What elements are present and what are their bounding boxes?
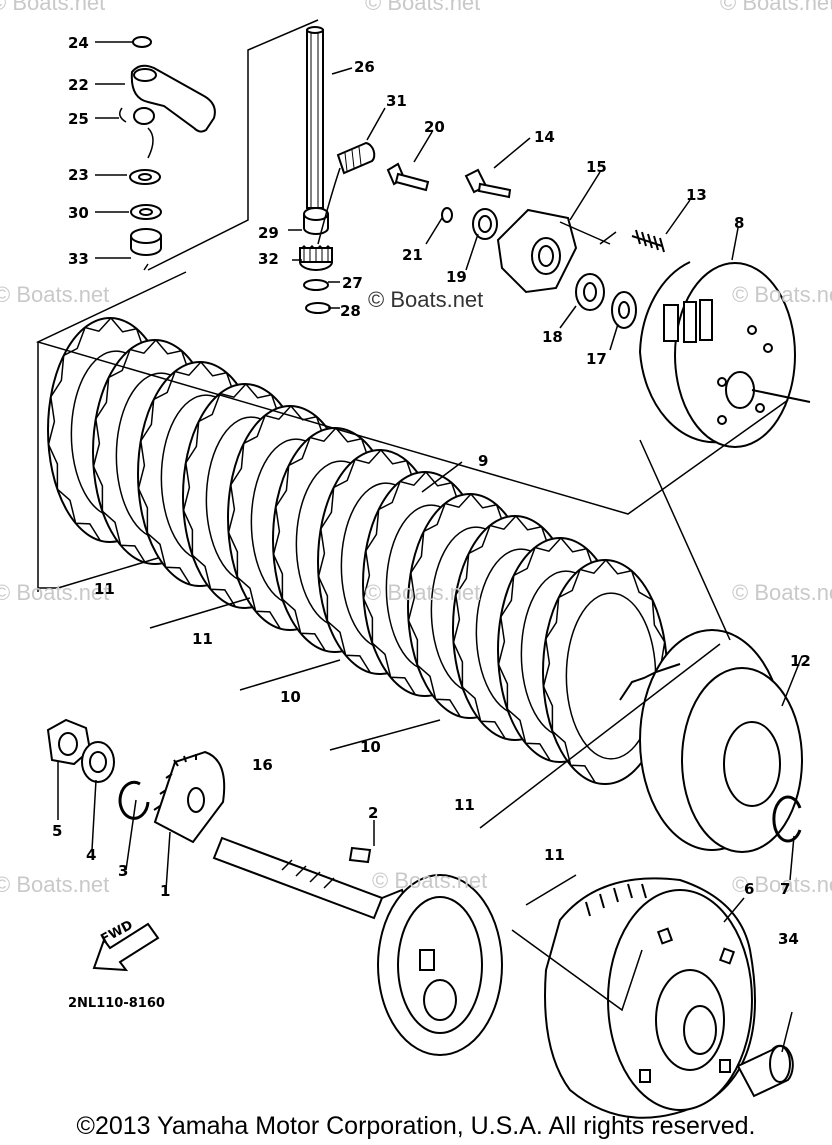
push-lever-assembly bbox=[119, 26, 665, 329]
callout-1: 1 bbox=[160, 882, 171, 900]
callout-14: 14 bbox=[534, 128, 555, 146]
callout-25: 25 bbox=[68, 110, 89, 128]
watermark: © Boats.net bbox=[732, 282, 832, 307]
watermark: © Boats.net bbox=[365, 0, 481, 15]
callout-12: 12 bbox=[790, 652, 811, 670]
callout-2: 2 bbox=[368, 804, 379, 822]
callout-8: 8 bbox=[734, 214, 745, 232]
callout-34: 34 bbox=[778, 930, 799, 948]
callout-21: 21 bbox=[402, 246, 423, 264]
callout-13: 13 bbox=[686, 186, 707, 204]
callout-20: 20 bbox=[424, 118, 445, 136]
watermark: © Boats.net bbox=[732, 580, 832, 605]
part-19-bearing bbox=[472, 208, 498, 240]
part-15-plate bbox=[496, 208, 578, 294]
watermark: © Boats.net bbox=[720, 0, 832, 15]
hub-disk bbox=[377, 874, 503, 1056]
part-17-plate bbox=[611, 291, 637, 329]
clutch-plate-stack bbox=[47, 316, 668, 785]
part-6-clutch-housing bbox=[544, 877, 756, 1119]
leader-lines bbox=[35, 19, 803, 1053]
part-26-push-rod bbox=[306, 26, 324, 209]
watermark: © Boats.net bbox=[732, 872, 832, 897]
diagram-code: 2NL110-8160 bbox=[68, 996, 165, 1011]
watermark: © Boats.net bbox=[0, 282, 110, 307]
part-25-seal bbox=[133, 107, 155, 125]
callout-15: 15 bbox=[586, 158, 607, 176]
part-28-washer bbox=[305, 302, 331, 314]
fwd-arrow bbox=[92, 922, 160, 972]
part-34-collar bbox=[736, 1044, 794, 1098]
callout-11c: 11 bbox=[454, 796, 475, 814]
callout-10a: 10 bbox=[280, 688, 301, 706]
callout-5: 5 bbox=[52, 822, 63, 840]
callout-7: 7 bbox=[780, 880, 791, 898]
plate-teeth bbox=[542, 558, 667, 783]
part-30-washer bbox=[130, 204, 162, 220]
watermark: © Boats.net bbox=[365, 580, 481, 605]
part-24-clip bbox=[132, 36, 152, 48]
watermark: © Boats.net bbox=[0, 872, 110, 897]
part-31-pin bbox=[336, 141, 376, 175]
part-2-key bbox=[348, 846, 372, 864]
copyright-footer: ©2013 Yamaha Motor Corporation, U.S.A. A… bbox=[76, 1112, 756, 1140]
callout-10b: 10 bbox=[360, 738, 381, 756]
part-14-bolt bbox=[464, 168, 512, 199]
callout-26: 26 bbox=[354, 58, 375, 76]
callout-23: 23 bbox=[68, 166, 89, 184]
callout-28: 28 bbox=[340, 302, 361, 320]
watermark: © Boats.net bbox=[372, 868, 488, 893]
part-20-bolt bbox=[386, 162, 430, 192]
callout-11a: 11 bbox=[94, 580, 115, 598]
callout-16: 16 bbox=[252, 756, 273, 774]
callout-3: 3 bbox=[118, 862, 129, 880]
part-27-washer bbox=[303, 279, 329, 291]
callout-27: 27 bbox=[342, 274, 363, 292]
callout-11b: 11 bbox=[192, 630, 213, 648]
callout-11d: 11 bbox=[544, 846, 565, 864]
callout-29: 29 bbox=[258, 224, 279, 242]
callout-17: 17 bbox=[586, 350, 607, 368]
callout-6: 6 bbox=[744, 880, 755, 898]
callout-24: 24 bbox=[68, 34, 89, 52]
watermark: © Boats.net bbox=[0, 580, 110, 605]
part-13-spring bbox=[631, 229, 665, 253]
callout-30: 30 bbox=[68, 204, 89, 222]
part-4-washer bbox=[81, 741, 115, 783]
callout-22: 22 bbox=[68, 76, 89, 94]
part-22-lever bbox=[130, 64, 216, 133]
part-1-gear bbox=[153, 750, 226, 844]
callout-4: 4 bbox=[86, 846, 97, 864]
callout-31: 31 bbox=[386, 92, 407, 110]
part-3-circlip bbox=[118, 780, 150, 820]
part-18-bearing bbox=[575, 273, 605, 311]
watermark: © Boats.net bbox=[0, 0, 106, 15]
watermark-dark: © Boats.net bbox=[368, 287, 484, 312]
callout-18: 18 bbox=[542, 328, 563, 346]
part-21-ring bbox=[441, 207, 453, 223]
callout-9: 9 bbox=[478, 452, 489, 470]
part-32-pinion bbox=[299, 244, 333, 271]
part-12-primary-driven-gear bbox=[619, 629, 803, 853]
callout-32: 32 bbox=[258, 250, 279, 268]
callout-33: 33 bbox=[68, 250, 89, 268]
part-7-circlip bbox=[772, 795, 802, 843]
callout-19: 19 bbox=[446, 268, 467, 286]
part-23-washer bbox=[129, 169, 161, 185]
part-8-clutch-boss bbox=[638, 261, 811, 448]
